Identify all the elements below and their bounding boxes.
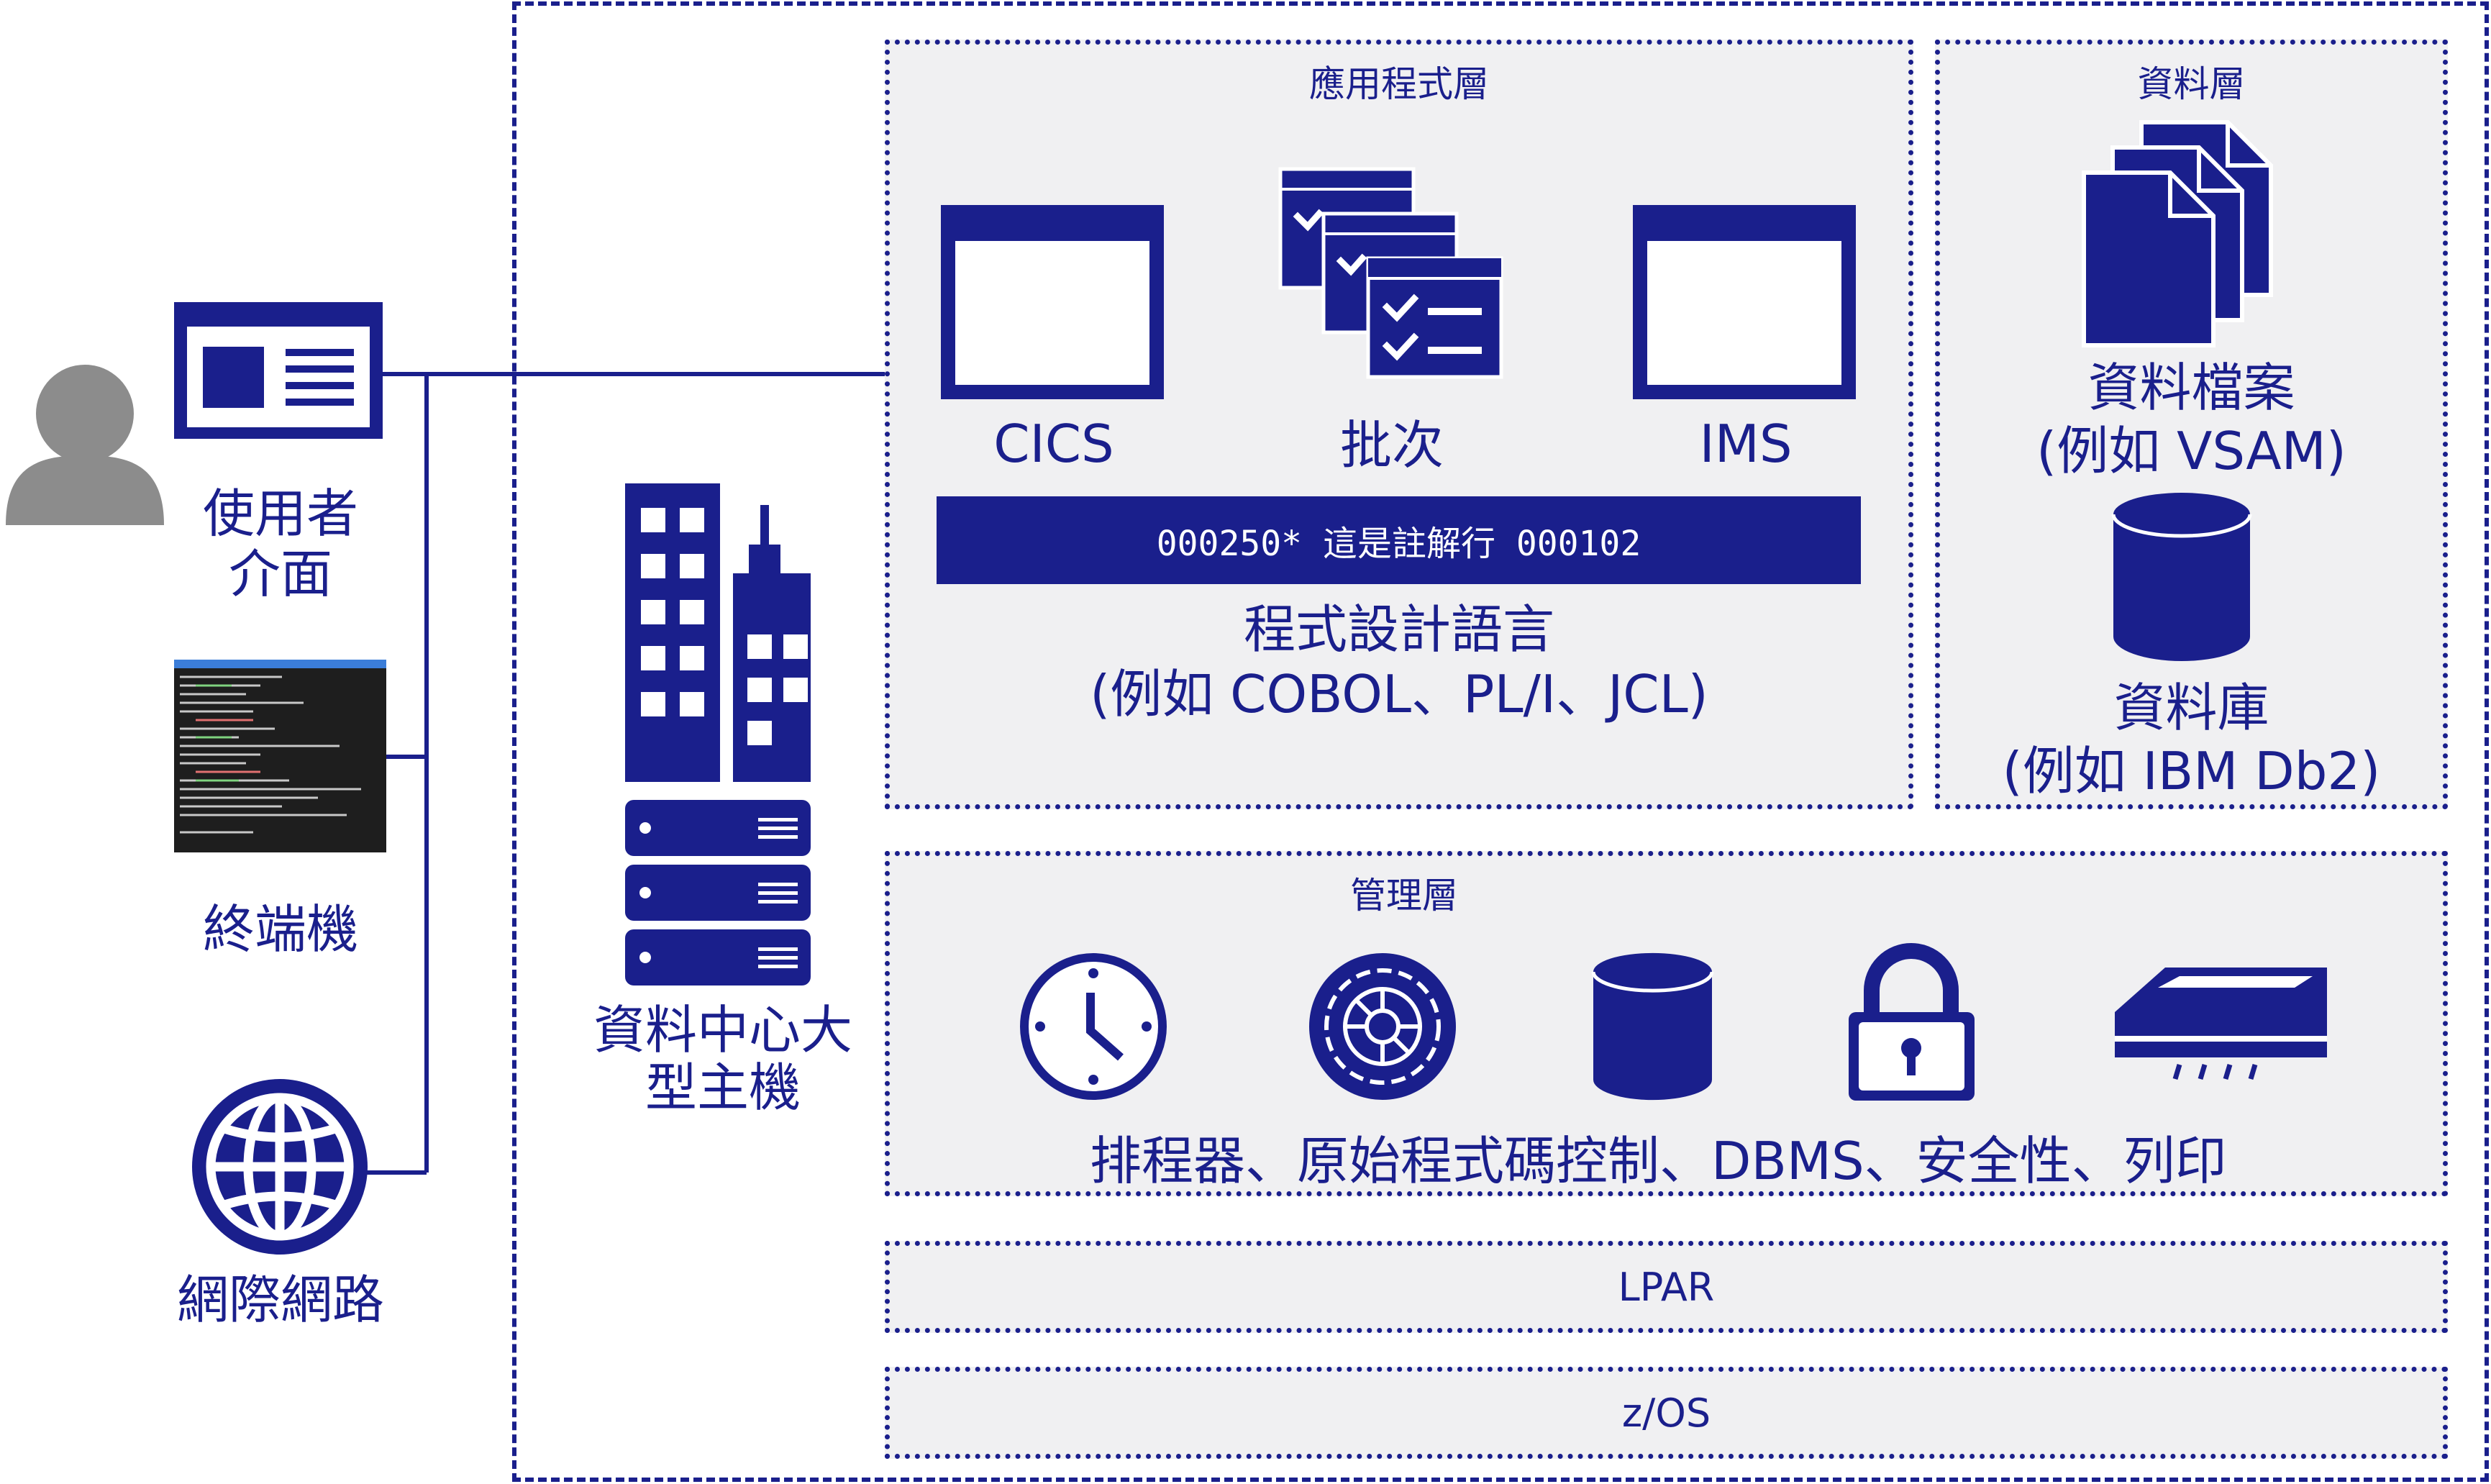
cics-label: CICS <box>993 414 1114 474</box>
programming-languages-label: 程式設計語言 (例如 COBOL、PL/I、JCL) <box>1090 599 1708 724</box>
batch-jobs-icon <box>1278 167 1503 379</box>
management-tools-label: 排程器、原始程式碼控制、DBMS、安全性、列印 <box>1090 1131 2227 1191</box>
zos-label: z/OS <box>1621 1390 1711 1436</box>
ims-label: IMS <box>1699 414 1793 474</box>
vault-icon <box>1309 953 1456 1100</box>
ims-window-icon <box>1633 205 1856 399</box>
data-layer-title: 資料層 <box>2137 63 2246 105</box>
batch-label: 批次 <box>1339 415 1444 475</box>
dbms-icon <box>1591 952 1714 1101</box>
terminal-icon <box>174 660 386 852</box>
lpar-panel: LPAR <box>885 1241 2448 1333</box>
clock-icon <box>1020 953 1167 1100</box>
zos-panel: z/OS <box>885 1367 2448 1459</box>
database-label: 資料庫 (例如 IBM Db2) <box>2002 678 2381 801</box>
printer-icon <box>2115 968 2327 1080</box>
datacenter-icon <box>625 483 811 985</box>
user-interface-label: 使用者 介面 <box>202 483 358 604</box>
lock-icon <box>1849 943 1975 1101</box>
lpar-label: LPAR <box>1618 1264 1715 1310</box>
code-bar-text: 000250* 這是註解行 000102 <box>1156 524 1641 564</box>
mainframe-label: 資料中心大 型主機 <box>593 1000 852 1118</box>
mainframe-boundary <box>512 1 2489 1482</box>
cics-window-icon <box>941 205 1164 399</box>
internet-label: 網際網路 <box>176 1270 384 1330</box>
data-files-icon <box>2082 120 2273 347</box>
database-icon <box>2111 493 2252 661</box>
globe-icon <box>192 1079 368 1255</box>
application-layer-title: 應用程式層 <box>1309 63 1489 105</box>
data-files-label: 資料檔案 (例如 VSAM) <box>2036 358 2346 481</box>
management-layer-title: 管理層 <box>1350 875 1458 916</box>
person-icon <box>6 365 164 525</box>
terminal-label: 終端機 <box>202 899 358 960</box>
user-interface-icon <box>174 302 383 439</box>
code-bar: 000250* 這是註解行 000102 <box>937 496 1861 584</box>
